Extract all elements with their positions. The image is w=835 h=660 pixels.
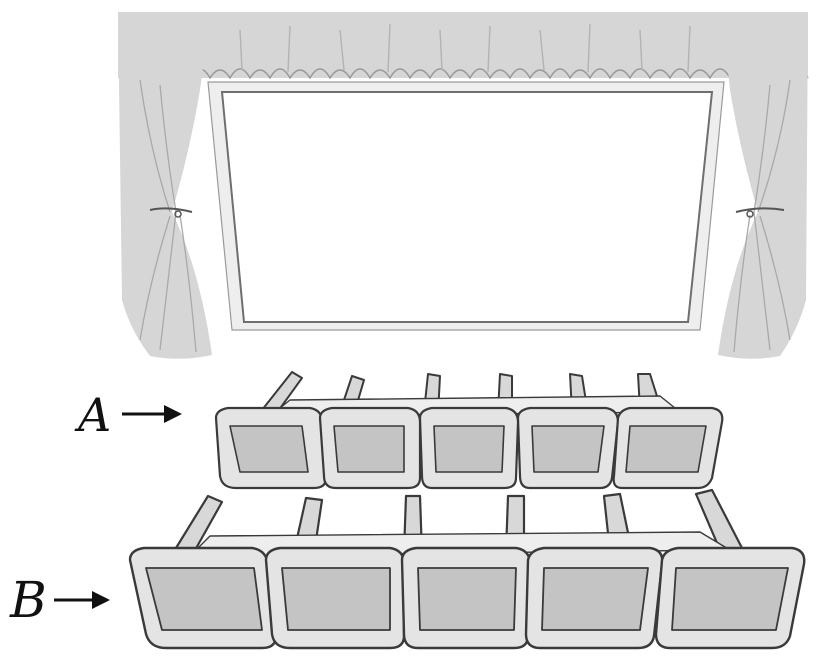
- seat-row-b: [128, 488, 806, 650]
- row-a-label: A: [78, 388, 112, 442]
- row-a-arrow: [122, 405, 182, 423]
- movie-screen: [207, 81, 725, 331]
- left-tieback: [149, 207, 193, 213]
- stage-curtain: [118, 12, 809, 359]
- right-tieback: [735, 207, 785, 213]
- seat-row-a: [214, 371, 724, 490]
- row-b-label: B: [10, 571, 47, 629]
- row-b-arrow: [54, 591, 110, 609]
- right-drape: [718, 12, 808, 359]
